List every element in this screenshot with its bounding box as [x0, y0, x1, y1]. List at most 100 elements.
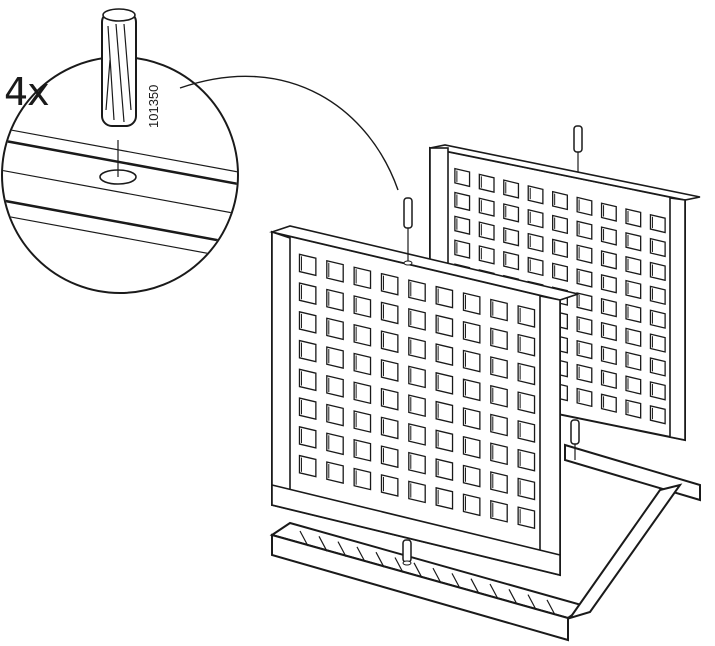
front-lattice-cell [435, 458, 454, 482]
back-lattice-cell [503, 250, 520, 271]
front-lattice-cell [408, 279, 426, 303]
back-lattice-cell [478, 173, 495, 193]
back-lattice-cell [600, 297, 617, 318]
back-lattice-cell [649, 237, 666, 258]
front-lattice-cell [353, 266, 372, 290]
back-lattice-cell [576, 387, 593, 408]
back-lattice-cell [552, 238, 568, 259]
dowel-front-bottom-icon [402, 539, 412, 566]
back-lattice-cell [649, 309, 666, 329]
front-lattice-cell [326, 432, 344, 456]
back-lattice-cell [503, 203, 520, 223]
front-lattice-cell [462, 435, 481, 459]
front-lattice-cell [517, 391, 536, 415]
front-lattice-cell [380, 416, 399, 440]
back-lattice-cell [478, 221, 495, 241]
back-lattice-cell [600, 274, 617, 294]
back-lattice-cell [649, 405, 666, 425]
front-lattice-cell [298, 454, 317, 478]
back-lattice-cell [625, 303, 642, 324]
base-slat [356, 546, 366, 563]
back-lattice-cell [552, 262, 568, 282]
front-lattice-cell [353, 381, 372, 405]
back-lattice-cell [625, 255, 642, 276]
front-lattice-cell [326, 461, 344, 484]
base-slat [318, 536, 328, 552]
front-lattice-cell [490, 384, 508, 408]
back-lattice-cell [625, 327, 642, 348]
base-slat [299, 530, 309, 547]
front-lattice-cell [298, 253, 317, 277]
front-lattice-cell [326, 288, 344, 312]
front-lattice-cell [380, 474, 399, 497]
back-lattice-cell [600, 226, 617, 246]
back-lattice-cell [527, 185, 544, 205]
front-lattice-cell [517, 448, 536, 472]
front-lattice-cell [435, 343, 454, 367]
back-lattice-cell [649, 213, 666, 234]
front-lattice-cell [380, 359, 399, 382]
front-lattice-cell [408, 451, 426, 475]
back-lattice-cell [576, 292, 593, 312]
front-lattice-cell [380, 330, 399, 354]
front-lattice-cell [517, 506, 536, 530]
front-lattice-cell [462, 320, 481, 344]
front-lattice-cell [353, 410, 372, 433]
front-lattice-cell [326, 374, 344, 398]
front-lattice-cell [517, 333, 536, 357]
front-lattice-cell [326, 317, 344, 341]
front-lattice-cell [353, 295, 372, 318]
front-lattice-cell [408, 480, 426, 504]
front-lattice-cell [326, 259, 344, 283]
front-lattice-cell [408, 423, 426, 446]
back-lattice-cell [649, 333, 666, 353]
back-lattice-cell [649, 285, 666, 306]
dowel-back-top-icon [573, 125, 583, 172]
front-lattice-cell [435, 429, 454, 453]
front-lattice-cell [490, 471, 508, 494]
wooden-dowel-icon [101, 8, 137, 127]
back-lattice-cell [503, 227, 520, 247]
back-lattice-cell [649, 261, 666, 282]
back-lattice-cell [454, 239, 471, 259]
back-lattice-cell [649, 381, 666, 401]
front-lattice-cell [353, 467, 372, 491]
back-lattice-cell [478, 245, 495, 265]
back-lattice-cell [478, 197, 495, 217]
front-lattice-cell [517, 362, 536, 386]
base-slat [394, 557, 404, 573]
front-lattice-cell [298, 310, 317, 334]
back-lattice-cell [552, 214, 568, 235]
base-slat [432, 567, 442, 584]
front-lattice-cell [435, 486, 454, 510]
back-lattice-cell [527, 256, 544, 277]
back-lattice-cell [454, 215, 471, 235]
back-lattice-cell [576, 244, 593, 264]
front-lattice-cell [298, 368, 317, 392]
dowel-front-top-icon [403, 197, 413, 266]
base-slat [337, 541, 347, 557]
front-lattice-cell [380, 445, 399, 469]
front-lattice-cell [435, 314, 454, 338]
dowel-markers [402, 125, 583, 566]
front-lattice-cell [435, 371, 454, 395]
front-lattice-cell [462, 378, 481, 402]
zoom-callout [1, 8, 239, 294]
front-lattice-cell [435, 285, 454, 309]
front-lattice-cell [326, 346, 344, 369]
front-lattice-cell [408, 394, 426, 418]
back-lattice-cell [576, 220, 593, 240]
front-lattice-cell [462, 464, 481, 488]
back-lattice-cell [503, 179, 520, 199]
front-lattice-cell [490, 413, 508, 437]
base-slat [546, 599, 556, 616]
back-lattice-cell [625, 351, 642, 371]
back-lattice-cell [576, 363, 593, 384]
back-lattice-cell [576, 339, 593, 360]
back-lattice-cell [600, 250, 617, 270]
back-lattice-cell [527, 208, 544, 229]
base-slat [489, 583, 499, 600]
front-lattice-cell [490, 298, 508, 322]
front-side-panel [269, 225, 581, 577]
